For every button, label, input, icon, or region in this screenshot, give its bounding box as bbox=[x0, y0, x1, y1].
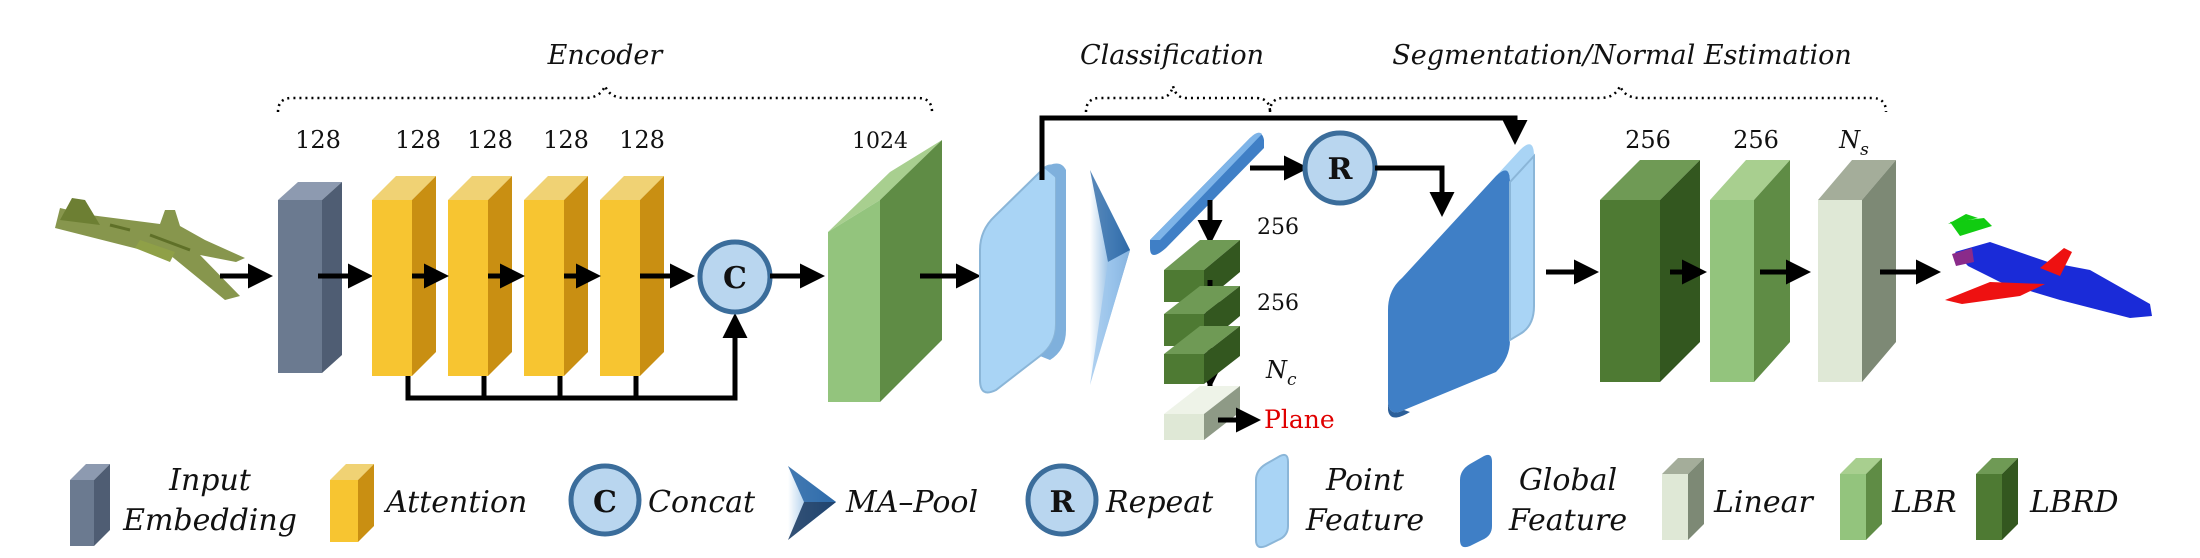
legend-item-point-feature: Point Feature bbox=[1255, 453, 1424, 549]
legend-item-attention: Attention bbox=[330, 464, 527, 542]
dim-label-cls1: 256 bbox=[1257, 215, 1299, 240]
dim-label-embedding: 128 bbox=[295, 126, 341, 154]
legend-item-lbr: LBR bbox=[1840, 458, 1957, 540]
legend-item-lbrd: LBRD bbox=[1976, 458, 2119, 540]
arrow-point-to-seg-concat bbox=[1039, 115, 1528, 180]
concat-node-symbol: C bbox=[723, 261, 747, 296]
attention-block-3 bbox=[524, 176, 588, 376]
section-title-segmentation: Segmentation/Normal Estimation bbox=[1392, 40, 1852, 71]
ma-pool-block bbox=[1090, 170, 1130, 385]
dim-label-att4: 128 bbox=[619, 126, 665, 154]
section-title-classification: Classification bbox=[1080, 40, 1264, 71]
legend-label-point-1: Point bbox=[1325, 463, 1405, 498]
legend-item-linear: Linear bbox=[1662, 458, 1814, 540]
classification-brace bbox=[1084, 85, 1272, 113]
repeat-node-symbol: R bbox=[1328, 152, 1354, 187]
legend-item-global-feature: Global Feature bbox=[1460, 454, 1627, 548]
lbr-1024-block bbox=[828, 140, 942, 402]
dim-label-1024: 1024 bbox=[852, 129, 908, 154]
cls-linear-block bbox=[1164, 386, 1240, 440]
seg-point-feature-block bbox=[1496, 144, 1535, 342]
legend-item-repeat: R Repeat bbox=[1025, 463, 1214, 537]
legend-label-ma-pool: MA–Pool bbox=[845, 485, 978, 520]
legend-label-point-2: Feature bbox=[1305, 503, 1424, 538]
legend-label-lbrd: LBRD bbox=[2029, 485, 2119, 520]
legend-item-input-embedding: Input Embedding bbox=[70, 463, 297, 546]
legend-repeat-symbol: R bbox=[1050, 485, 1076, 520]
attention-block-2 bbox=[448, 176, 512, 376]
concat-node: C bbox=[697, 239, 773, 315]
seg-linear-block bbox=[1818, 160, 1896, 382]
legend-label-input-embedding-1: Input bbox=[168, 463, 252, 498]
encoder-brace bbox=[276, 82, 934, 113]
output-segmented-point-cloud bbox=[1945, 214, 2152, 318]
dim-label-nc: Nc bbox=[1265, 356, 1297, 390]
dim-label-seg2: 256 bbox=[1733, 126, 1779, 154]
legend-label-attention: Attention bbox=[383, 485, 527, 520]
dim-label-att1: 128 bbox=[395, 126, 441, 154]
dim-label-ns: Ns bbox=[1838, 126, 1869, 160]
dim-label-att3: 128 bbox=[543, 126, 589, 154]
legend-item-concat: C Concat bbox=[568, 463, 756, 537]
legend-label-lbr: LBR bbox=[1891, 485, 1957, 520]
seg-global-feature-block bbox=[1388, 170, 1510, 418]
legend-label-linear: Linear bbox=[1713, 485, 1814, 520]
legend-label-repeat: Repeat bbox=[1105, 485, 1214, 520]
input-embedding-block bbox=[278, 182, 342, 373]
dim-label-cls2: 256 bbox=[1257, 291, 1299, 316]
plane-output-label: Plane bbox=[1264, 405, 1335, 434]
segmentation-brace bbox=[1268, 82, 1888, 113]
legend-label-input-embedding-2: Embedding bbox=[122, 503, 297, 538]
legend: Input Embedding Attention C Concat MA–Po… bbox=[70, 453, 2119, 549]
legend-concat-symbol: C bbox=[593, 485, 617, 520]
legend-label-concat: Concat bbox=[648, 485, 756, 520]
legend-item-ma-pool: MA–Pool bbox=[788, 466, 978, 540]
section-title-encoder: Encoder bbox=[547, 40, 665, 71]
repeat-node: R bbox=[1302, 130, 1378, 206]
legend-label-global-1: Global bbox=[1519, 463, 1617, 498]
input-point-cloud bbox=[55, 198, 245, 300]
legend-label-global-2: Feature bbox=[1508, 503, 1627, 538]
global-feature-block-cls bbox=[1150, 132, 1264, 255]
dim-label-seg1: 256 bbox=[1625, 126, 1671, 154]
seg-lbr-block bbox=[1710, 160, 1790, 382]
cls-lbrd-block-3 bbox=[1164, 326, 1240, 384]
arrow-repeat-to-seg bbox=[1375, 165, 1455, 217]
dim-label-att2: 128 bbox=[467, 126, 513, 154]
point-feature-block bbox=[979, 163, 1066, 394]
attention-block-1 bbox=[372, 176, 436, 376]
skip-connection-line bbox=[405, 313, 748, 401]
